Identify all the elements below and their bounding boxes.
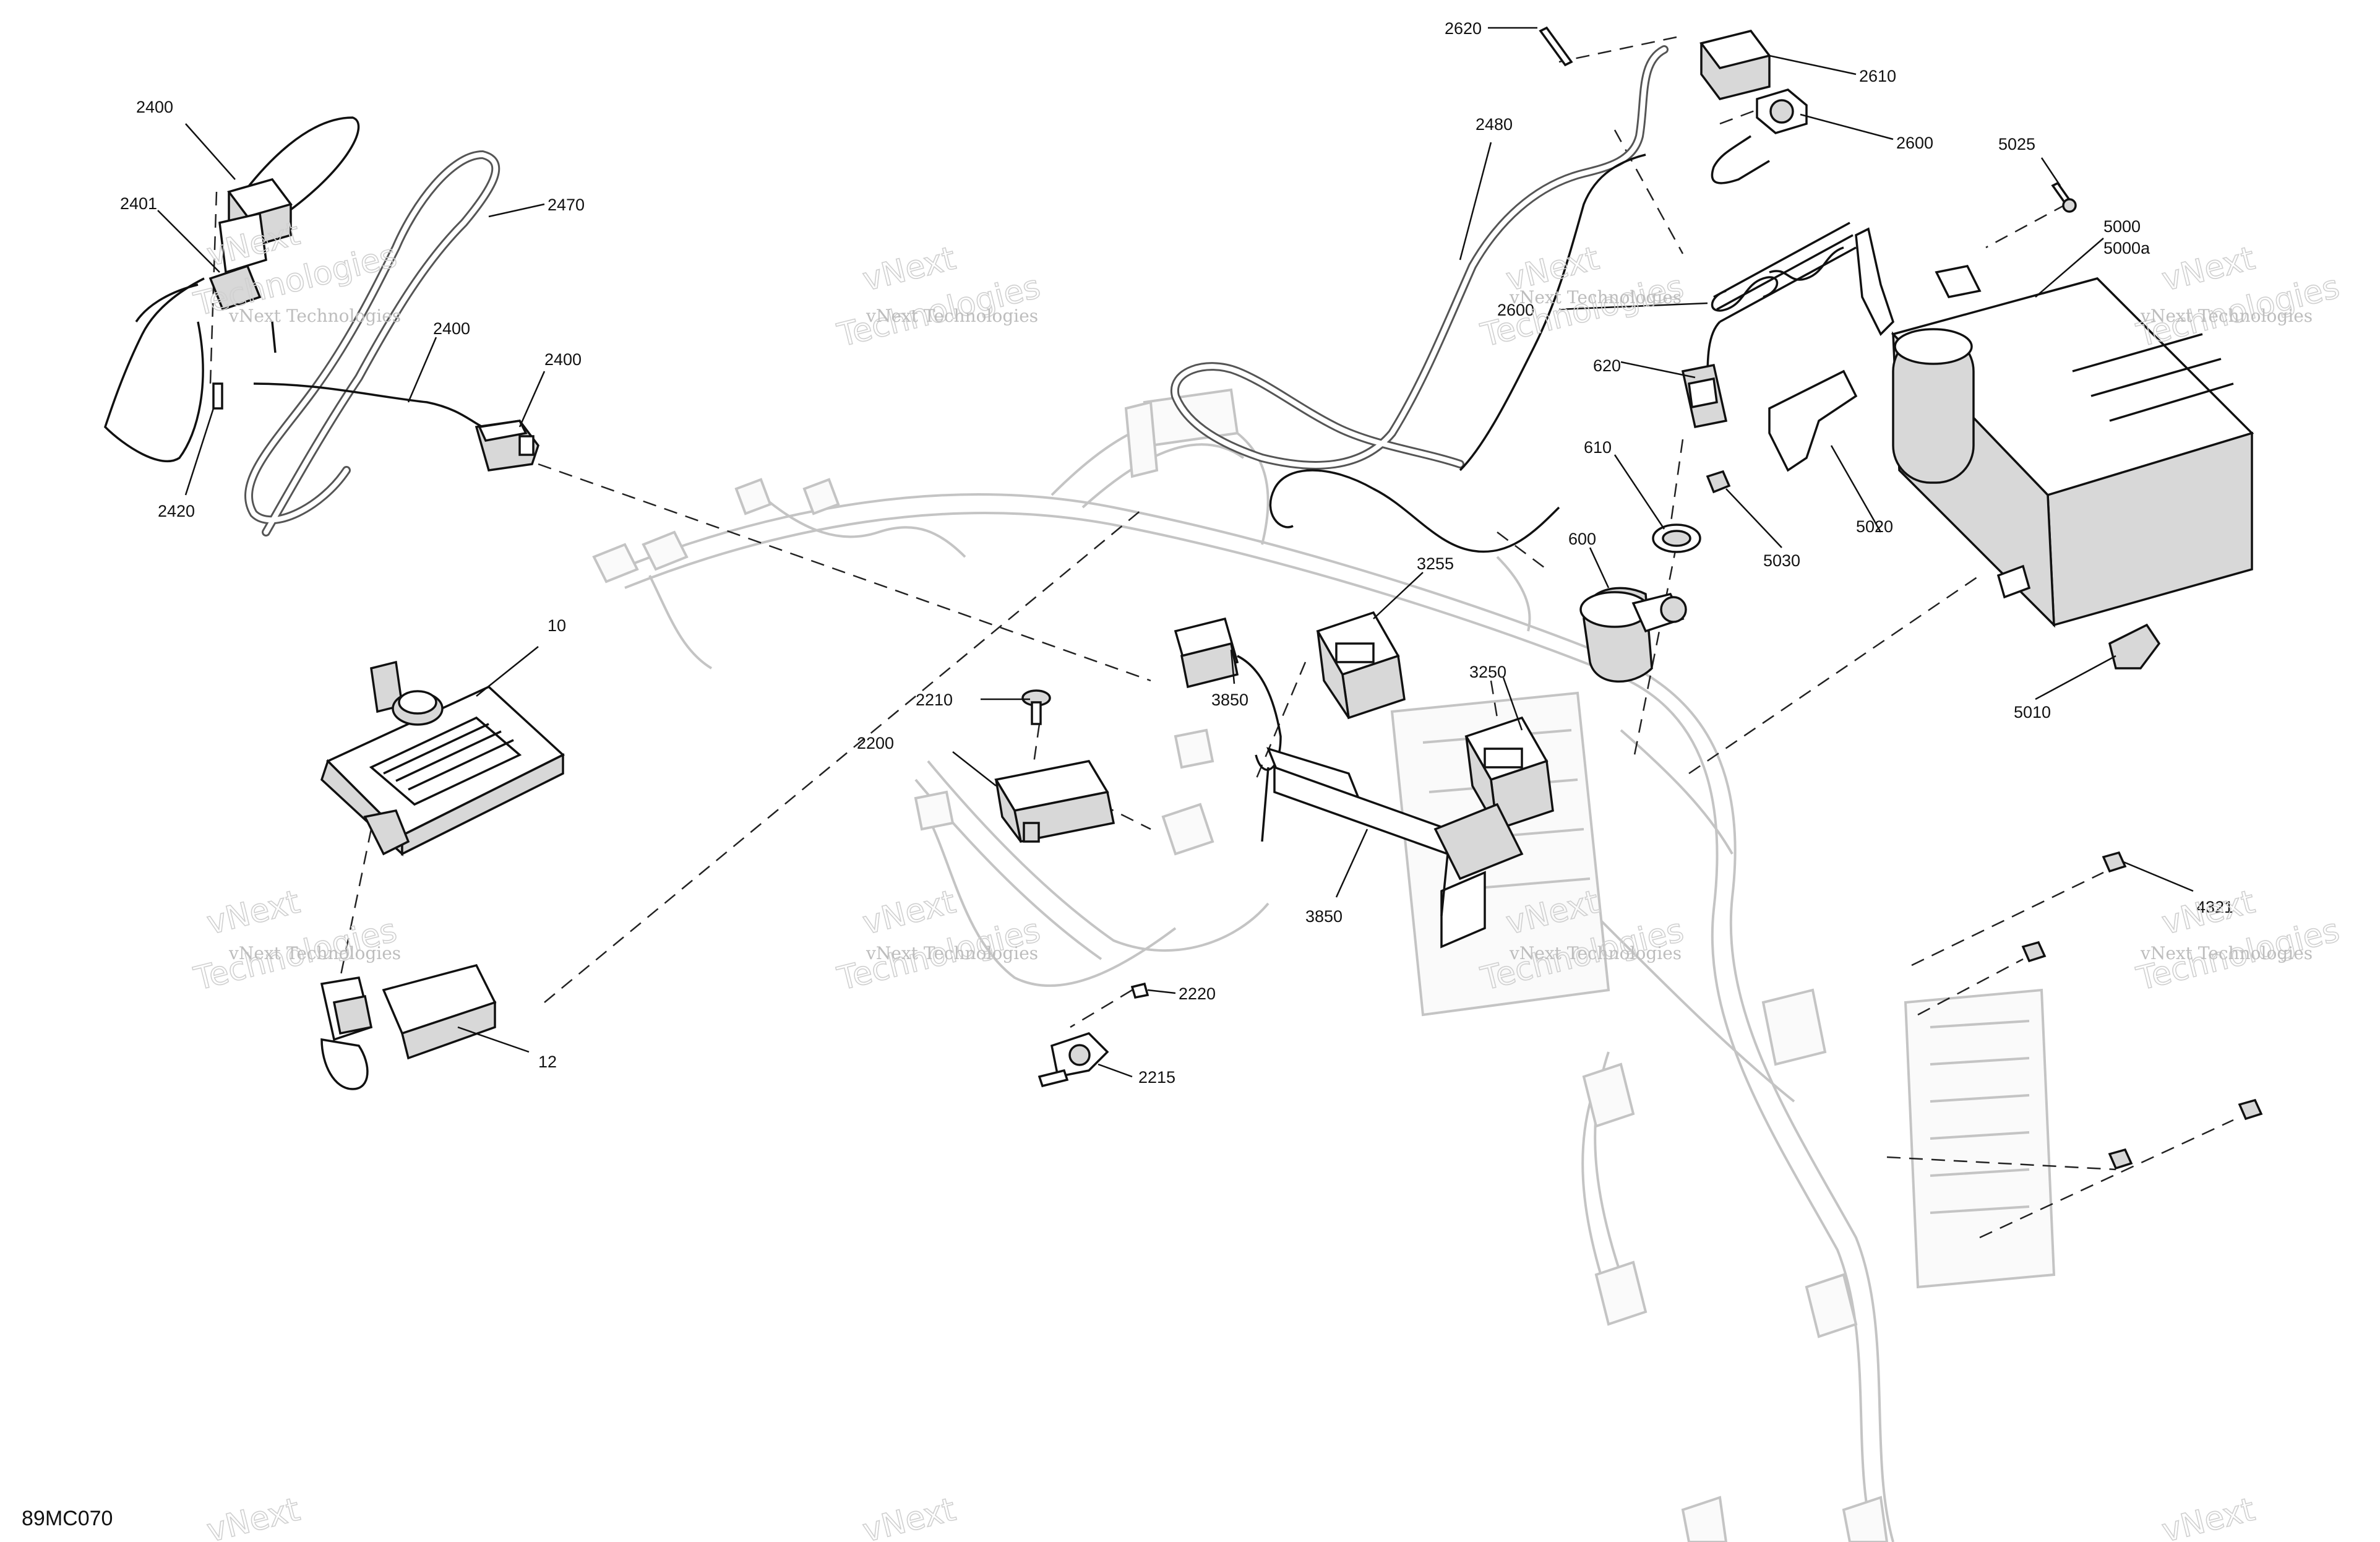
- part-2470-hose: [244, 150, 500, 536]
- watermark: vNext Technologies vNext Technologies: [190, 883, 401, 999]
- callout-2200: 2200: [857, 734, 894, 752]
- svg-text:vNext Technologies: vNext Technologies: [866, 306, 1038, 326]
- watermark: vNext Technologies vNext Technologies: [2133, 883, 2343, 999]
- watermark: vNext Technologies vNext Technologies: [833, 239, 1044, 355]
- part-2400-switch: [103, 116, 360, 462]
- callout-600: 600: [1568, 530, 1596, 548]
- part-620-coil-cable: [1681, 222, 1895, 429]
- watermark: vNext: [2158, 1491, 2259, 1542]
- callout-2400-b: 2400: [433, 319, 470, 338]
- svg-text:vNext: vNext: [204, 1491, 304, 1542]
- svg-text:vNext: vNext: [859, 884, 960, 942]
- part-12-connector: [320, 963, 497, 1090]
- callout-5020: 5020: [1856, 517, 1893, 536]
- part-3255-fuse-box: [1316, 611, 1406, 720]
- part-5020-bracket: [1768, 369, 1858, 472]
- part-5025-screw: [2051, 181, 2077, 213]
- part-4321-nuts: [2021, 851, 2263, 1170]
- part-3850-bracket: [1174, 617, 1524, 949]
- svg-text:vNext: vNext: [859, 1491, 960, 1542]
- callout-5025: 5025: [1998, 135, 2035, 153]
- leader-lines: [157, 27, 2194, 1078]
- callout-2600-b: 2600: [1497, 301, 1534, 319]
- svg-text:vNext: vNext: [859, 240, 960, 299]
- part-2220-screw: [1130, 982, 1149, 999]
- watermark: vNext Technologies vNext Technologies: [1477, 239, 1688, 355]
- callout-2600: 2600: [1896, 134, 1933, 152]
- callout-2610: 2610: [1859, 67, 1896, 85]
- callout-3850: 3850: [1211, 691, 1248, 709]
- svg-text:vNext: vNext: [204, 884, 304, 942]
- callout-2620: 2620: [1445, 19, 1482, 38]
- part-2400-connector: [475, 420, 539, 472]
- callout-5000a: 5000a: [2103, 239, 2150, 257]
- main-wiring-harness: [592, 388, 2056, 1542]
- svg-text:vNext Technologies: vNext Technologies: [2140, 943, 2313, 963]
- svg-text:vNext Technologies: vNext Technologies: [228, 306, 401, 326]
- svg-text:vNext: vNext: [2159, 240, 2259, 299]
- watermark: vNext Technologies vNext Technologies: [833, 883, 1044, 999]
- part-10-module: [320, 660, 565, 856]
- callout-10: 10: [548, 616, 566, 635]
- callout-2401: 2401: [120, 194, 157, 213]
- watermark: vNext Technologies vNext Technologies: [2133, 239, 2343, 355]
- svg-text:vNext Technologies: vNext Technologies: [228, 943, 401, 963]
- callout-12: 12: [538, 1053, 557, 1071]
- diagram-code: 89MC070: [22, 1507, 113, 1530]
- callout-2210: 2210: [916, 691, 953, 709]
- callout-2420: 2420: [158, 502, 195, 520]
- part-5030-nut: [1706, 470, 1731, 494]
- part-2200-sensor: [994, 760, 1115, 843]
- part-2610-sensor: [1539, 26, 1808, 184]
- callout-2480: 2480: [1476, 115, 1513, 134]
- part-2480-hose: [1170, 45, 1669, 553]
- callout-3255: 3255: [1417, 554, 1454, 573]
- svg-text:vNext Technologies: vNext Technologies: [2140, 306, 2313, 326]
- callout-2400-c: 2400: [544, 350, 582, 369]
- callout-2400: 2400: [136, 98, 173, 116]
- part-610-grommet: [1652, 523, 1701, 553]
- part-5010-cap: [2108, 623, 2161, 670]
- svg-text:vNext Technologies: vNext Technologies: [1509, 943, 1682, 963]
- svg-text:vNext: vNext: [2159, 884, 2259, 942]
- watermark: vNext Technologies vNext Technologies: [190, 215, 401, 326]
- part-2215-sensor: [1037, 1032, 1109, 1088]
- callout-2220: 2220: [1179, 984, 1216, 1003]
- callout-5030: 5030: [1763, 551, 1800, 570]
- svg-text:vNext: vNext: [2159, 1491, 2259, 1542]
- assembly-lines: [209, 36, 2234, 1239]
- svg-text:vNext Technologies: vNext Technologies: [866, 943, 1038, 963]
- callout-2470: 2470: [548, 196, 585, 214]
- callout-labels: 2400 2401 2470 2400 2400 2420 10 12 2620…: [120, 19, 2233, 1087]
- svg-text:vNext Technologies: vNext Technologies: [1509, 287, 1682, 308]
- callout-610: 610: [1584, 438, 1612, 457]
- callout-5000: 5000: [2103, 217, 2141, 236]
- callout-3850-b: 3850: [1305, 907, 1343, 926]
- part-5000-ecu: [1891, 265, 2254, 628]
- callout-3250: 3250: [1469, 663, 1506, 681]
- watermark: vNext: [859, 1491, 960, 1542]
- callout-4321: 4321: [2196, 898, 2233, 916]
- callout-5010: 5010: [2014, 703, 2051, 721]
- callout-620: 620: [1593, 356, 1621, 375]
- part-2210-bolt: [1021, 689, 1051, 725]
- part-600-actuator: [1579, 587, 1687, 683]
- watermark: vNext: [203, 1491, 304, 1542]
- callout-2215: 2215: [1138, 1068, 1175, 1087]
